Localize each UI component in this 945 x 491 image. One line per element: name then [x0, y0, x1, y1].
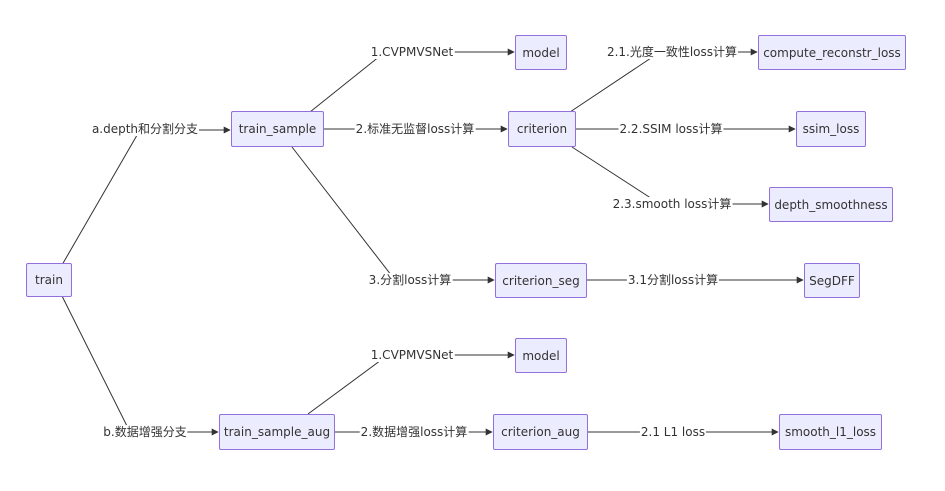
node-train-sample[interactable]: train_sample — [231, 111, 324, 147]
node-compute-reconstr-loss[interactable]: compute_reconstr_loss — [758, 35, 906, 70]
node-train[interactable]: train — [26, 263, 72, 297]
edge-train-to-train-sample-aug — [61, 295, 219, 436]
edge-label-photometric-loss: 2.1.光度一致性loss计算 — [605, 45, 739, 59]
edge-train-sample-to-model — [309, 48, 515, 113]
edge-criterion-to-compute-reconstr-loss — [569, 48, 758, 113]
edge-label-seg-loss: 3.分割loss计算 — [367, 273, 453, 287]
node-segdff[interactable]: SegDFF — [804, 263, 860, 298]
edge-label-ssim-loss: 2.2.SSIM loss计算 — [618, 122, 724, 136]
node-smooth-l1-loss[interactable]: smooth_l1_loss — [779, 414, 882, 450]
edge-train-sample-aug-to-model — [307, 351, 515, 415]
node-criterion[interactable]: criterion — [508, 111, 576, 147]
edge-label-cvpmvsnet-1: 1.CVPMVSNet — [369, 45, 455, 59]
node-model-2[interactable]: model — [515, 338, 567, 373]
edge-train-to-train-sample — [61, 126, 231, 266]
edge-train-sample-to-criterion-seg — [291, 146, 495, 284]
edge-criterion-to-depth-smoothness — [571, 146, 769, 208]
node-train-sample-aug[interactable]: train_sample_aug — [219, 414, 335, 450]
edge-label-aug-loss: 2.数据增强loss计算 — [359, 425, 469, 439]
node-model-1[interactable]: model — [515, 35, 567, 70]
node-ssim-loss[interactable]: ssim_loss — [796, 111, 866, 147]
node-criterion-seg[interactable]: criterion_seg — [495, 263, 587, 298]
edge-label-b-aug-branch: b.数据增强分支 — [102, 425, 188, 439]
edge-label-l1-loss: 2.1 L1 loss — [639, 425, 707, 439]
node-criterion-aug[interactable]: criterion_aug — [493, 414, 588, 450]
edge-label-a-depth-branch: a.depth和分割分支 — [90, 122, 200, 136]
edge-label-seg-loss-31: 3.1分割loss计算 — [626, 273, 720, 287]
edge-label-cvpmvsnet-2: 1.CVPMVSNet — [369, 348, 455, 362]
node-depth-smoothness[interactable]: depth_smoothness — [769, 187, 893, 222]
edge-label-unsup-loss: 2.标准无监督loss计算 — [354, 122, 476, 136]
edge-label-smooth-loss: 2.3.smooth loss计算 — [611, 197, 733, 211]
